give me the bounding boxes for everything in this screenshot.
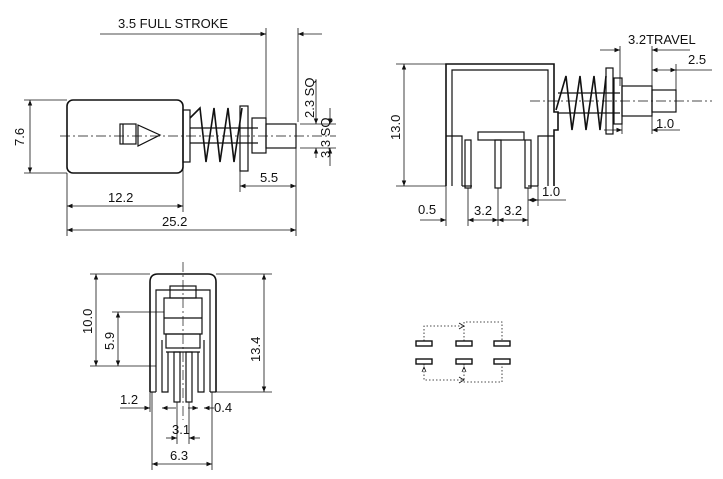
pad-bottom-middle [455,358,473,365]
front-height-outer-label: 10.0 [80,309,95,334]
front-width-label: 6.3 [170,448,188,463]
spring [189,106,243,163]
pad-bottom-left [415,358,433,365]
front-height-inner-label: 5.9 [102,332,117,350]
body-length-label: 12.2 [108,190,133,205]
front-pin-pitch-label: 3.1 [172,422,190,437]
right-view: 3.2TRAVEL 2.5 1.0 13.0 0.5 3.2 3.2 1.0 [388,32,712,226]
arrow-symbol [137,124,162,147]
front-height-total-label: 13.4 [248,337,263,362]
pin-left [464,139,472,189]
pin-pitch-1-label: 3.2 [474,203,492,218]
front-pin-right [185,351,193,403]
travel-label: 3.2TRAVEL [628,32,696,47]
pad-top-middle [455,340,473,347]
pin-right [524,139,532,189]
right-height-label: 13.0 [388,115,403,140]
pin-middle [494,139,502,189]
pin-offset-right-label: 1.0 [542,184,560,199]
pin-offset-left-label: 0.5 [418,202,436,217]
square-top-label: 2.3 SQ [302,78,317,118]
pad-bottom-right [493,358,511,365]
shaft-length-label: 5.5 [260,170,278,185]
pad-top-left [415,340,433,347]
cap-length-label: 2.5 [688,52,706,67]
height-label: 7.6 [12,128,27,146]
front-pin-left [173,351,181,403]
full-stroke-label: 3.5 FULL STROKE [118,16,228,31]
cap-offset-label: 1.0 [656,116,674,131]
pad-top-right [493,340,511,347]
side-view: 3.5 FULL STROKE 7.6 2.3 SQ 3.3 SQ 12.2 5… [12,16,336,236]
total-length-label: 25.2 [162,214,187,229]
square-bottom-label: 3.3 SQ [318,118,333,158]
right-leg-label: 0.4 [214,400,232,415]
key-square-symbol [119,123,137,145]
pin-pitch-2-label: 3.2 [504,203,522,218]
frame-outline [445,63,559,186]
left-leg-label: 1.2 [120,392,138,407]
pin-layout-schematic [415,321,511,384]
housing-outline [149,273,217,392]
switch-body-outline [66,99,184,174]
front-view: 10.0 5.9 13.4 1.2 0.4 3.1 6.3 [80,262,272,470]
